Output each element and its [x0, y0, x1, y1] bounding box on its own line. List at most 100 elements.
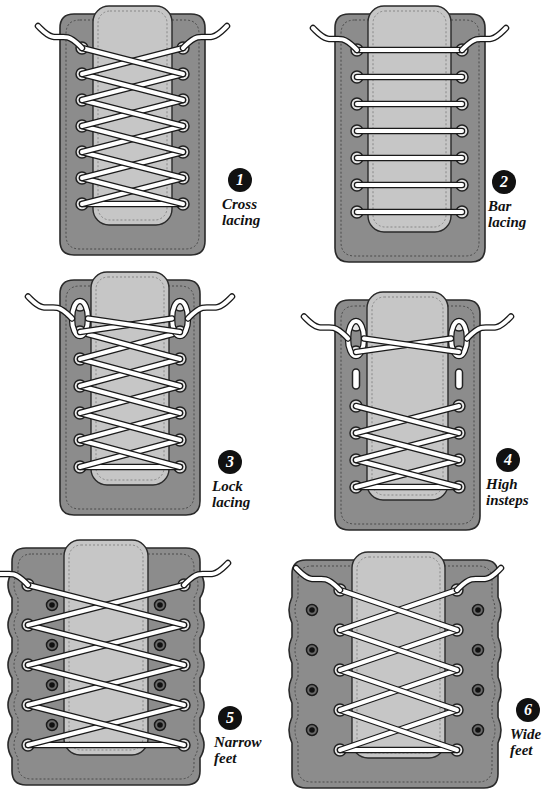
lace — [80, 332, 180, 359]
lace — [340, 630, 457, 670]
callout-number: 3 — [218, 450, 242, 474]
lace — [82, 178, 183, 204]
lace — [80, 440, 180, 467]
lacing-caption: Narrow feet — [214, 734, 262, 766]
lace — [80, 332, 180, 359]
lacing-caption: Wide feet — [510, 726, 541, 758]
lace-outline — [38, 26, 82, 48]
lace-outline — [313, 28, 357, 50]
shoe-illustration — [289, 552, 501, 788]
lace — [82, 152, 183, 178]
lace — [356, 460, 459, 487]
lace — [28, 585, 184, 625]
lace-outline — [80, 440, 180, 467]
lace-outline — [80, 332, 180, 359]
lace — [80, 440, 180, 467]
lace-outline — [357, 47, 462, 54]
lace — [356, 433, 459, 460]
lace-outline — [183, 26, 227, 48]
tongue-stitching — [373, 11, 446, 227]
eyelet-hole — [49, 602, 55, 608]
lace-outline — [28, 585, 184, 625]
unused-eyelet — [47, 680, 58, 691]
lace-outline — [28, 625, 184, 665]
shoe-illustration — [28, 272, 232, 515]
lace — [313, 28, 357, 50]
lace — [357, 210, 462, 214]
lace — [340, 670, 457, 710]
lace-outline — [82, 126, 183, 152]
lace — [80, 386, 180, 413]
lace — [82, 100, 183, 126]
lace — [340, 590, 457, 630]
lace — [28, 743, 184, 747]
callout-number: 4 — [496, 448, 520, 472]
lace-outline — [457, 568, 501, 590]
callout-number: 5 — [218, 706, 242, 730]
lace — [28, 665, 184, 705]
lace — [80, 359, 180, 386]
lace-outline — [82, 100, 183, 126]
lace — [357, 102, 462, 106]
lace-outline — [340, 710, 457, 750]
lace-outline — [82, 48, 183, 74]
eyelet-hole — [475, 687, 481, 693]
lace — [82, 100, 183, 126]
unused-eyelet — [307, 725, 318, 736]
unused-eyelet — [473, 645, 484, 656]
lace-outline — [340, 670, 457, 710]
lace — [357, 48, 462, 52]
lacing-caption: High insteps — [486, 476, 529, 508]
eyelet-hole — [49, 642, 55, 648]
eyelet-hole — [475, 647, 481, 653]
lace — [28, 665, 184, 705]
lace-outline — [28, 665, 184, 705]
lace — [82, 48, 183, 74]
shoe-illustration — [0, 540, 228, 785]
lace-outline — [467, 317, 511, 339]
lace-outline — [28, 705, 184, 745]
eyelet-hole — [49, 682, 55, 688]
skipped-eyelet — [456, 369, 463, 389]
lace — [340, 710, 457, 750]
lace-outline — [356, 406, 459, 433]
lace-outline — [80, 413, 180, 440]
lace — [183, 26, 227, 48]
lace-outline — [357, 182, 462, 189]
lace-outline — [82, 74, 183, 100]
lace-outline — [80, 386, 180, 413]
unused-eyelet — [155, 720, 166, 731]
lace-outline — [357, 155, 462, 162]
eyelet-hole — [475, 727, 481, 733]
eyelet-hole — [157, 642, 163, 648]
lace-outline — [28, 625, 184, 665]
lace-outline — [357, 128, 462, 135]
lace-outline — [88, 319, 180, 333]
lace — [82, 152, 183, 178]
callout-number: 6 — [516, 698, 540, 722]
eyelet-hole — [309, 607, 315, 613]
lace-outline — [184, 563, 228, 585]
lace — [356, 406, 459, 433]
lace-outline — [357, 101, 462, 108]
lace — [357, 75, 462, 79]
lace-outline — [28, 742, 184, 749]
skipped-eyelet — [353, 369, 360, 389]
lace-outline — [340, 630, 457, 670]
lace — [82, 48, 183, 74]
lace — [82, 74, 183, 100]
lace-outline — [82, 100, 183, 126]
shoe-illustration — [313, 6, 506, 262]
lace — [82, 74, 183, 100]
lace — [304, 317, 348, 339]
lace — [80, 359, 180, 386]
eyelet-hole — [157, 722, 163, 728]
lace-outline — [28, 297, 72, 319]
tongue-stitching — [357, 557, 440, 753]
lace — [28, 585, 184, 625]
callout-number: 1 — [228, 168, 252, 192]
unused-eyelet — [473, 685, 484, 696]
lace-outline — [28, 665, 184, 705]
